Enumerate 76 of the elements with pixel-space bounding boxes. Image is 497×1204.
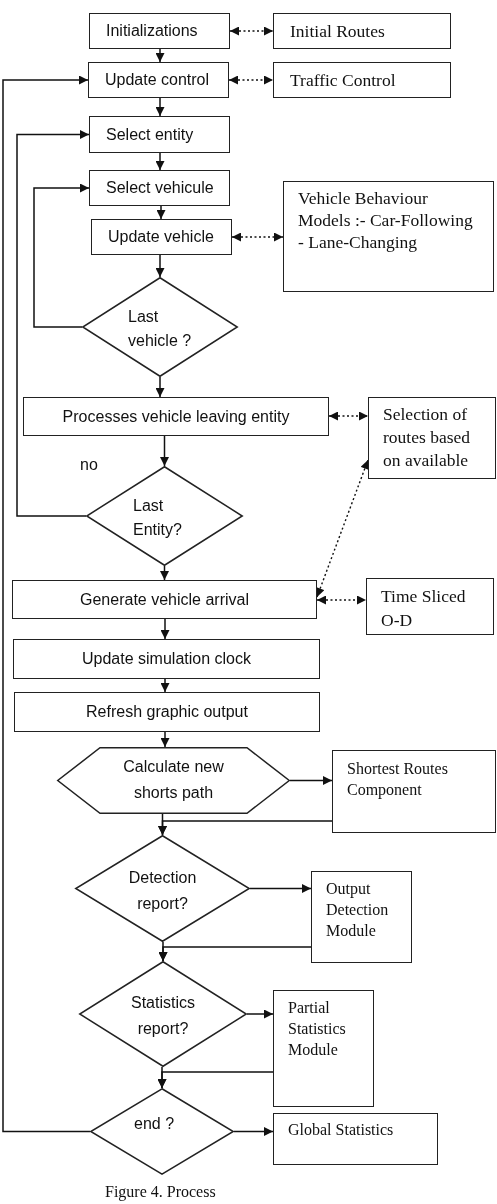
info-box	[283, 181, 494, 292]
component-label: Initial Routes	[290, 20, 385, 42]
component-label: Traffic Control	[290, 69, 396, 91]
arrow	[33, 183, 90, 328]
process-box	[13, 639, 320, 679]
process-box	[91, 219, 232, 255]
process-box	[88, 62, 229, 98]
process-box	[12, 580, 317, 619]
decision-label: Statistics report?	[130, 993, 196, 1039]
step-label: Refresh graphic output	[86, 703, 248, 721]
decision-diamond	[82, 277, 238, 377]
arrow	[160, 435, 169, 467]
info-box	[273, 62, 451, 98]
dotted-double-arrow	[315, 459, 370, 598]
dotted-double-arrow	[316, 595, 367, 605]
step-label: Calculate new shorts path	[122, 757, 225, 803]
arrow	[158, 820, 333, 836]
info-box	[273, 990, 374, 1107]
process-box	[89, 13, 230, 49]
arrow	[160, 565, 169, 581]
arrow	[160, 678, 170, 693]
process-box	[23, 397, 329, 436]
arrow	[249, 884, 312, 893]
component-label: Time Sliced O-D	[381, 585, 467, 632]
decision-label: Last Entity?	[133, 496, 183, 540]
arrow	[16, 130, 90, 517]
decision-label: Last vehicle ?	[128, 307, 193, 351]
arrow	[157, 1071, 274, 1089]
info-box	[366, 578, 494, 635]
component-label: Global Statistics	[288, 1121, 394, 1139]
arrow	[155, 254, 165, 278]
decision-diamond	[75, 835, 250, 942]
arrow	[246, 1009, 274, 1019]
info-box	[273, 1113, 438, 1165]
dotted-double-arrow	[229, 26, 274, 36]
figure-caption: Figure 4. Process	[105, 1183, 216, 1201]
process-box	[89, 116, 230, 153]
process-hexagon	[57, 747, 290, 814]
arrow	[233, 1127, 274, 1136]
arrow	[158, 946, 312, 962]
process-box	[14, 692, 320, 732]
dotted-double-arrow	[231, 232, 284, 242]
step-label: Initializations	[106, 22, 198, 40]
component-label: Partial Statistics Module	[288, 998, 347, 1060]
decision-diamond	[79, 961, 247, 1067]
component-label: Selection of routes based on available	[383, 403, 471, 472]
branch-label: no	[80, 456, 98, 474]
arrow	[160, 731, 170, 748]
dotted-double-arrow	[328, 411, 369, 421]
arrow	[156, 205, 166, 220]
dotted-double-arrow	[228, 75, 274, 85]
step-label: Select vehicule	[106, 179, 214, 197]
component-label: Shortest Routes Component	[347, 759, 449, 800]
arrow	[160, 618, 170, 640]
component-label: Output Detection Module	[326, 879, 390, 941]
decision-label: Detection report?	[127, 868, 198, 914]
info-box	[273, 13, 451, 49]
step-label: Update control	[105, 71, 210, 89]
process-box	[89, 170, 230, 206]
decision-diamond	[90, 1088, 234, 1175]
info-box	[311, 871, 412, 963]
step-label: Select entity	[106, 125, 194, 144]
info-box	[332, 750, 496, 833]
step-label: Processes vehicle leaving entity	[62, 407, 290, 426]
arrow	[155, 376, 165, 398]
step-label: Update simulation clock	[82, 650, 251, 668]
arrow	[155, 48, 165, 63]
arrow	[289, 776, 333, 785]
decision-label: end ?	[134, 1114, 175, 1134]
arrow	[155, 97, 165, 117]
component-label: Vehicle Behaviour Models :- Car-Following - Lane-Changing	[298, 187, 474, 253]
arrow	[155, 152, 165, 171]
info-box	[368, 397, 496, 479]
arrow	[2, 75, 91, 1133]
step-label: Update vehicle	[108, 228, 214, 246]
step-label: Generate vehicle arrival	[80, 590, 249, 609]
